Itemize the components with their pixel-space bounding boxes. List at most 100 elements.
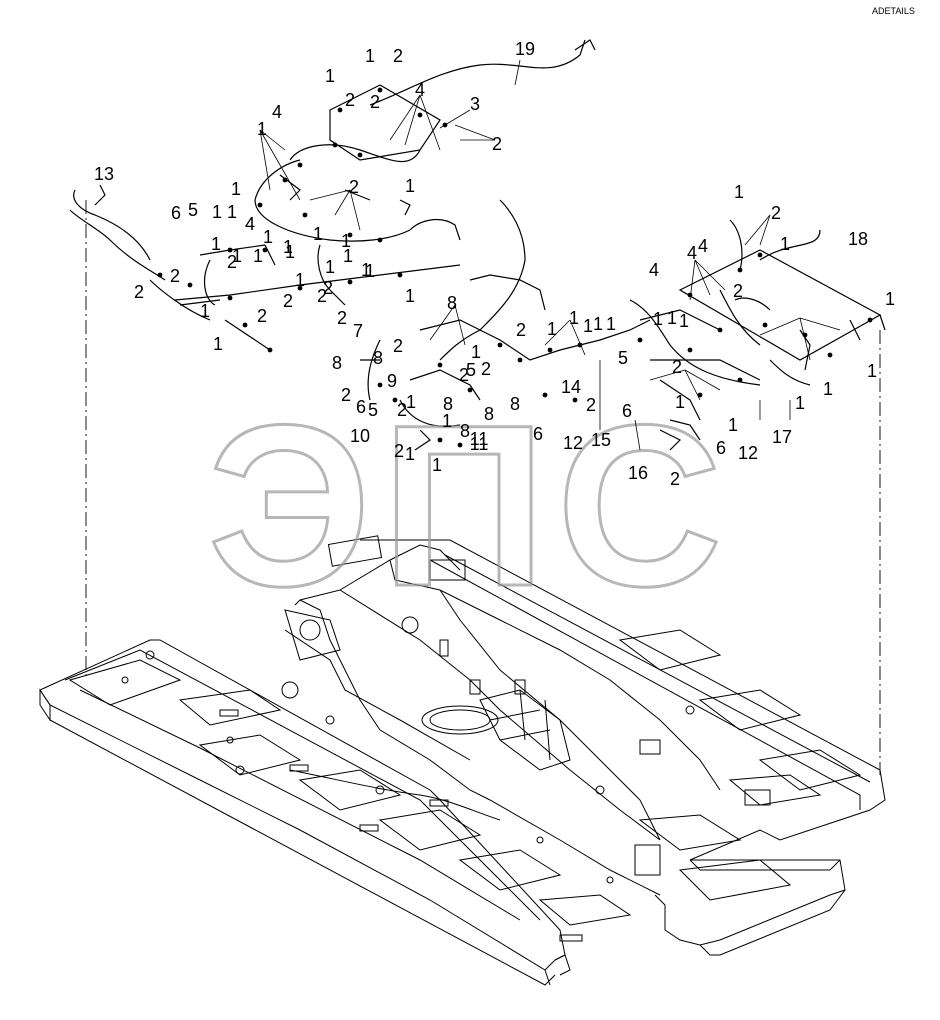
callout-1: 1 bbox=[667, 308, 677, 328]
callout-2: 2 bbox=[317, 286, 327, 306]
callout-8: 8 bbox=[460, 421, 470, 441]
callout-1: 1 bbox=[795, 393, 805, 413]
callout-1: 1 bbox=[361, 260, 371, 280]
callout-2: 2 bbox=[337, 308, 347, 328]
callout-4: 4 bbox=[272, 102, 282, 122]
callout-2: 2 bbox=[323, 278, 333, 298]
callout-5: 5 bbox=[618, 348, 628, 368]
callout-4: 4 bbox=[687, 243, 697, 263]
callout-3: 3 bbox=[470, 94, 480, 114]
callout-8: 8 bbox=[510, 394, 520, 414]
callout-2: 2 bbox=[393, 336, 403, 356]
callout-1: 1 bbox=[734, 182, 744, 202]
callout-2: 2 bbox=[257, 306, 267, 326]
callout-1: 1 bbox=[257, 119, 267, 139]
callout-1: 1 bbox=[653, 309, 663, 329]
callout-8: 8 bbox=[332, 353, 342, 373]
callout-1: 1 bbox=[325, 257, 335, 277]
callout-1: 1 bbox=[341, 231, 351, 251]
callout-1: 1 bbox=[283, 237, 293, 257]
callout-5: 5 bbox=[188, 200, 198, 220]
callout-1: 1 bbox=[365, 46, 375, 66]
callout-2: 2 bbox=[394, 441, 404, 461]
callout-1: 1 bbox=[227, 202, 237, 222]
callout-2: 2 bbox=[672, 357, 682, 377]
callout-1: 1 bbox=[406, 392, 416, 412]
callout-2: 2 bbox=[227, 252, 237, 272]
callout-2: 2 bbox=[393, 46, 403, 66]
callout-2: 2 bbox=[341, 385, 351, 405]
callout-1: 1 bbox=[547, 319, 557, 339]
callout-1: 1 bbox=[200, 301, 210, 321]
callout-1: 1 bbox=[867, 361, 877, 381]
callout-1: 1 bbox=[325, 66, 335, 86]
callout-1: 1 bbox=[885, 289, 895, 309]
callout-1: 1 bbox=[679, 311, 689, 331]
callout-2: 2 bbox=[283, 291, 293, 311]
callout-10: 10 bbox=[350, 426, 370, 446]
callout-4: 4 bbox=[698, 236, 708, 256]
callout-1: 1 bbox=[213, 334, 223, 354]
callout-5: 5 bbox=[368, 400, 378, 420]
callout-2: 2 bbox=[459, 365, 469, 385]
callout-1: 1 bbox=[405, 444, 415, 464]
callout-18: 18 bbox=[848, 229, 868, 249]
callout-6: 6 bbox=[716, 438, 726, 458]
callout-6: 6 bbox=[171, 203, 181, 223]
callout-16: 16 bbox=[628, 463, 648, 483]
callout-5: 5 bbox=[466, 360, 476, 380]
callout-2: 2 bbox=[345, 90, 355, 110]
callout-7: 7 bbox=[353, 321, 363, 341]
callout-1: 1 bbox=[232, 246, 242, 266]
callout-1: 1 bbox=[211, 234, 221, 254]
callout-2: 2 bbox=[733, 281, 743, 301]
callout-2: 2 bbox=[670, 469, 680, 489]
callout-1: 1 bbox=[593, 314, 603, 334]
callout-1: 1 bbox=[295, 270, 305, 290]
leader-lines bbox=[259, 59, 841, 451]
callout-15: 15 bbox=[591, 430, 611, 450]
callout-1: 1 bbox=[253, 246, 263, 266]
connector-dots bbox=[157, 87, 873, 448]
callout-9: 9 bbox=[387, 371, 397, 391]
callout-13: 13 bbox=[94, 164, 114, 184]
callout-4: 4 bbox=[649, 260, 659, 280]
callout-8: 8 bbox=[373, 348, 383, 368]
callout-19: 19 bbox=[515, 39, 535, 59]
callout-1: 1 bbox=[405, 176, 415, 196]
callout-2: 2 bbox=[397, 400, 407, 420]
callout-2: 2 bbox=[492, 134, 502, 154]
callout-1: 1 bbox=[313, 224, 323, 244]
callout-1: 1 bbox=[432, 455, 442, 475]
watermark: ЭПС bbox=[206, 376, 732, 636]
callout-14: 14 bbox=[561, 377, 581, 397]
callout-1: 1 bbox=[728, 415, 738, 435]
callout-2: 2 bbox=[134, 282, 144, 302]
svg-text:ЭПС: ЭПС bbox=[207, 377, 732, 634]
callout-2: 2 bbox=[370, 92, 380, 112]
callout-2: 2 bbox=[481, 359, 491, 379]
callout-8: 8 bbox=[447, 293, 457, 313]
callout-12: 12 bbox=[563, 433, 583, 453]
callout-11: 11 bbox=[470, 429, 489, 449]
callout-8: 8 bbox=[484, 404, 494, 424]
callout-4: 4 bbox=[245, 214, 255, 234]
callout-2: 2 bbox=[349, 177, 359, 197]
callout-2: 2 bbox=[771, 203, 781, 223]
callout-1: 1 bbox=[343, 246, 353, 266]
callout-1: 1 bbox=[231, 179, 241, 199]
callout-2: 2 bbox=[516, 320, 526, 340]
callout-1: 1 bbox=[823, 379, 833, 399]
callout-4: 4 bbox=[415, 80, 425, 100]
callout-17: 17 bbox=[772, 427, 792, 447]
frame-drawing bbox=[39, 535, 886, 986]
callout-1: 1 bbox=[442, 411, 452, 431]
callout-1: 1 bbox=[285, 242, 295, 262]
projection-lines bbox=[85, 200, 881, 775]
callout-1: 1 bbox=[569, 308, 579, 328]
callout-1: 1 bbox=[471, 342, 481, 362]
callout-11: 11 bbox=[470, 434, 489, 454]
callout-1: 1 bbox=[780, 234, 790, 254]
